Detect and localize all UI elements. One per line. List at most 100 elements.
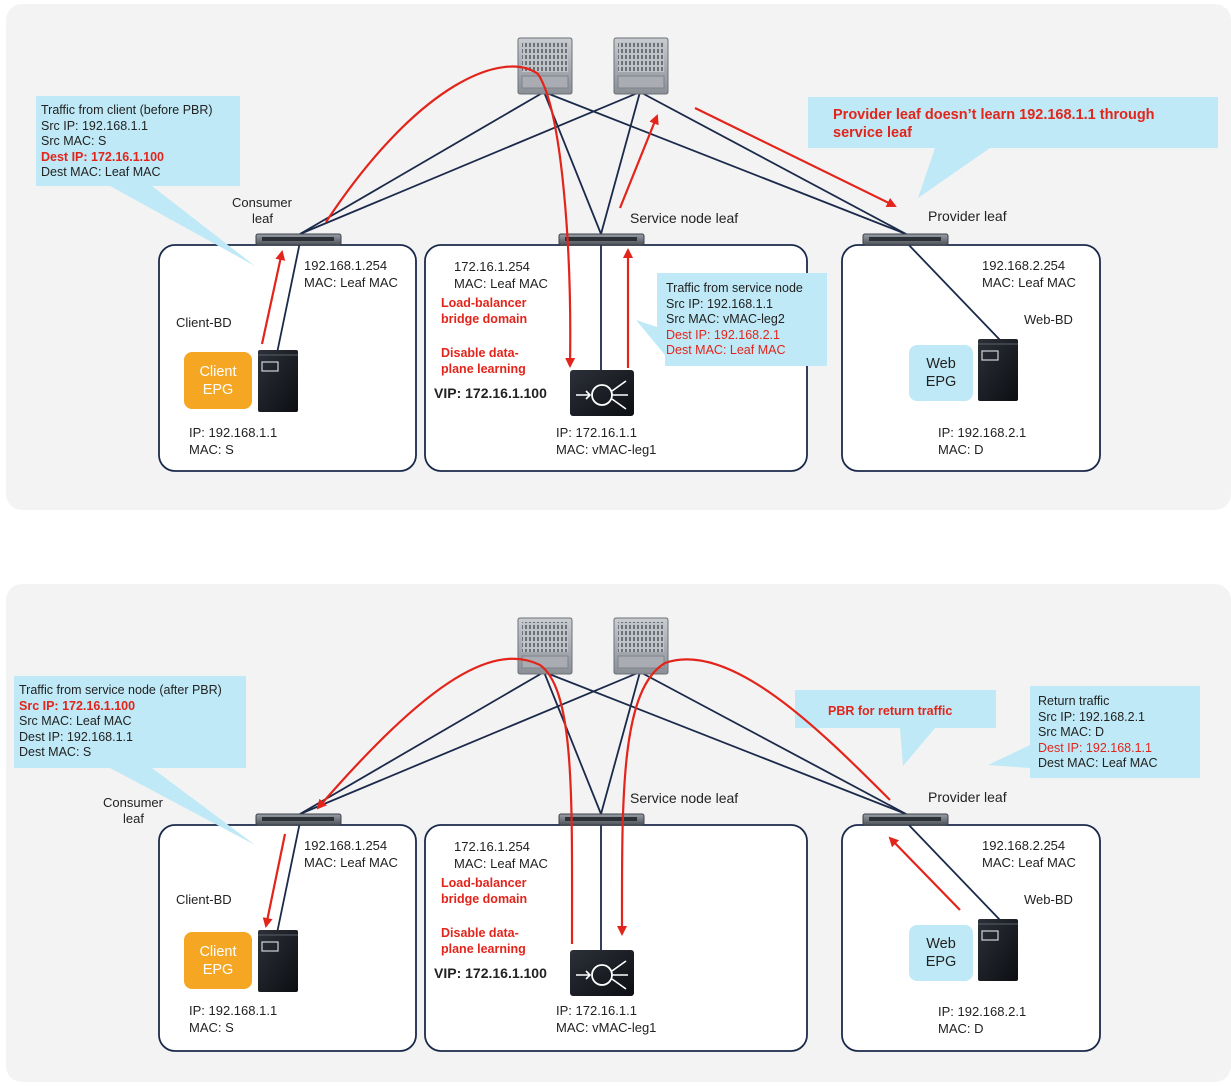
leaf-switch-icon: [558, 233, 645, 246]
provider-leaf-label: Provider leaf: [928, 208, 1007, 224]
top-leaf-switches: [255, 233, 949, 246]
client-ip: IP: 192.168.1.1: [189, 1003, 278, 1018]
callout-dest-mac: Dest MAC: Leaf MAC: [41, 165, 161, 179]
client-bd-label: Client-BD: [176, 315, 232, 330]
callout-dest-mac: Dest MAC: S: [19, 745, 92, 759]
client-gateway-ip: 192.168.1.254: [304, 258, 388, 273]
web-epg: Web EPG: [909, 345, 973, 401]
callout-title: Traffic from client (before PBR): [41, 103, 213, 117]
callout-src-mac: Src MAC: D: [1038, 725, 1104, 739]
arrow-leaf-to-client: [262, 833, 287, 928]
client-epg: Client EPG: [184, 932, 252, 989]
lb-bd-label-2: bridge domain: [441, 312, 528, 326]
top-spine-switches: [517, 37, 669, 95]
service-callout-bubble: [636, 273, 827, 366]
top-callout-shapes: [36, 96, 1218, 366]
bottom-spine-switches: [517, 617, 669, 675]
lb-gateway-ip: 172.16.1.254: [454, 259, 530, 274]
bottom-servers: [258, 919, 1018, 996]
callout-dest-ip: Dest IP: 192.168.1.1: [1038, 740, 1152, 755]
client-ip: IP: 192.168.1.1: [189, 425, 278, 440]
lb-bd-label: Load-balancer: [441, 876, 527, 890]
web-ip: IP: 192.168.2.1: [938, 1004, 1027, 1019]
arrow-spine-to-provider: [694, 107, 897, 207]
callout-title: Return traffic: [1038, 694, 1110, 708]
service-node-leaf-label: Service node leaf: [630, 790, 739, 806]
web-server-icon: [978, 339, 1018, 401]
disable-learning-label-2: plane learning: [441, 942, 526, 956]
callout-dest-ip: Dest IP: 172.16.1.100: [41, 149, 164, 164]
lb-mac: MAC: vMAC-leg1: [556, 1020, 657, 1035]
lb-gateway-mac: MAC: Leaf MAC: [454, 856, 548, 871]
web-gateway-ip: 192.168.2.254: [982, 258, 1066, 273]
callout-dest-ip: Dest IP: 192.168.1.1: [19, 729, 133, 744]
bottom-fabric-links: [275, 671, 1001, 950]
web-mac: MAC: D: [938, 442, 984, 457]
service-node-leaf-label: Service node leaf: [630, 210, 739, 226]
client-mac: MAC: S: [189, 1020, 234, 1035]
after-pbr-traffic-callout: Traffic from service node (after PBR) Sr…: [19, 683, 222, 761]
lb-mac: MAC: vMAC-leg1: [556, 442, 657, 457]
callout-src-ip: Src IP: 192.168.2.1: [1038, 709, 1146, 724]
top-servers: [258, 339, 1018, 416]
callout-src-ip: Src IP: 192.168.1.1: [666, 296, 774, 311]
vip-label: VIP: 172.16.1.100: [434, 965, 547, 981]
callout-dest-mac: Dest MAC: Leaf MAC: [666, 343, 786, 357]
web-ip: IP: 192.168.2.1: [938, 425, 1027, 440]
provider-learning-callout: Provider leaf doesn’t learn 192.168.1.1 …: [833, 107, 1155, 141]
consumer-leaf-label-2: leaf: [252, 211, 273, 226]
leaf-switch-icon: [255, 233, 342, 246]
web-mac: MAC: D: [938, 1021, 984, 1036]
top-fabric-links: [275, 91, 1001, 370]
disable-learning-label: Disable data-: [441, 346, 519, 360]
web-server-icon: [978, 919, 1018, 981]
lb-gateway-mac: MAC: Leaf MAC: [454, 276, 548, 291]
web-bd-label: Web-BD: [1024, 892, 1073, 907]
leaf-switch-icon: [255, 813, 342, 826]
pbr-callout-bubble: [795, 690, 996, 766]
arrow-leaf-to-lb: [325, 65, 576, 368]
client-gateway-mac: MAC: Leaf MAC: [304, 855, 398, 870]
client-callout-bubble: [14, 676, 255, 845]
arrow-web-to-provider: [888, 836, 961, 911]
arrow-leaf-to-spine: [618, 114, 659, 209]
vip-label: VIP: 172.16.1.100: [434, 385, 547, 401]
disable-learning-label-2: plane learning: [441, 362, 526, 376]
web-gateway-ip: 192.168.2.254: [982, 838, 1066, 853]
client-mac: MAC: S: [189, 442, 234, 457]
callout-src-ip: Src IP: 192.168.1.1: [41, 118, 149, 133]
consumer-leaf-label: Consumer: [232, 195, 292, 210]
callout-dest-mac: Dest MAC: Leaf MAC: [1038, 756, 1158, 770]
client-gateway-ip: 192.168.1.254: [304, 838, 388, 853]
consumer-leaf-label: Consumer: [103, 795, 163, 810]
arrow-lb-to-consumer: [316, 657, 574, 945]
bottom-traffic-arrows: [262, 657, 961, 945]
lb-bd-label-2: bridge domain: [441, 892, 528, 906]
disable-learning-label: Disable data-: [441, 926, 519, 940]
arrow-client-to-leaf: [260, 250, 286, 345]
bottom-leaf-switches: [255, 813, 949, 826]
arrow-provider-to-lb: [616, 658, 891, 936]
lb-ip: IP: 172.16.1.1: [556, 425, 637, 440]
web-gateway-mac: MAC: Leaf MAC: [982, 855, 1076, 870]
top-traffic-arrows: [260, 65, 897, 368]
consumer-leaf-label-2: leaf: [123, 811, 144, 826]
provider-leaf-label: Provider leaf: [928, 789, 1007, 805]
client-bd-label: Client-BD: [176, 892, 232, 907]
callout-src-mac: Src MAC: Leaf MAC: [19, 714, 132, 728]
lb-bd-label: Load-balancer: [441, 296, 527, 310]
client-gateway-mac: MAC: Leaf MAC: [304, 275, 398, 290]
service-traffic-callout: Traffic from service node Src IP: 192.16…: [666, 281, 803, 359]
load-balancer-icon: [570, 950, 634, 996]
callout-title: Traffic from service node: [666, 281, 803, 295]
leaf-switch-icon: [862, 233, 949, 246]
web-epg: Web EPG: [909, 925, 973, 981]
spine-switch-icon: [613, 37, 669, 95]
client-server-icon: [258, 350, 298, 412]
return-traffic-callout: Return traffic Src IP: 192.168.2.1 Src M…: [1038, 694, 1157, 772]
web-bd-label: Web-BD: [1024, 312, 1073, 327]
leaf-switch-icon: [862, 813, 949, 826]
pbr-return-callout: PBR for return traffic: [828, 704, 953, 718]
client-epg: Client EPG: [184, 352, 252, 409]
